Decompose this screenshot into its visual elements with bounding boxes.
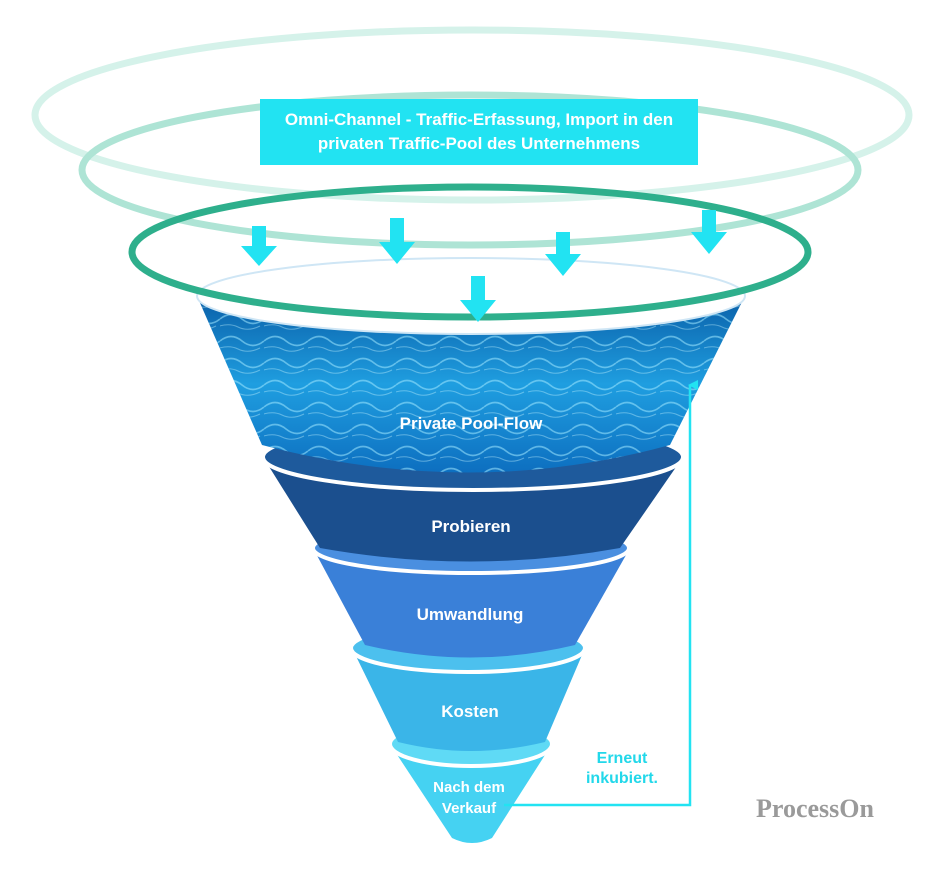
inner-ring <box>128 183 812 321</box>
down-arrow-icon <box>379 218 415 264</box>
stage-label-kosten: Kosten <box>441 702 499 721</box>
loop-label: Erneut inkubiert. <box>585 750 658 787</box>
down-arrow-icon <box>460 276 496 322</box>
down-arrow-icon <box>691 210 727 254</box>
stage-label-probieren: Probieren <box>431 517 511 536</box>
stage-label-private-pool-flow: Private Pool-Flow <box>399 414 543 433</box>
water-ripples <box>197 296 745 473</box>
outer-ring-2 <box>78 91 862 249</box>
funnel-stage-3 <box>313 548 630 658</box>
stage-label-nach-dem-verkauf: Nach dem Verkauf <box>433 779 505 817</box>
funnel-stage-5 <box>390 744 552 843</box>
outer-ring-1 <box>31 26 913 204</box>
down-arrow-icon <box>241 226 277 266</box>
header-banner: Omni-Channel - Traffic-Erfassung, Import… <box>260 99 698 165</box>
funnel-stage-4 <box>352 648 585 751</box>
loop-arrow <box>504 380 698 807</box>
inflow-arrows <box>241 210 727 322</box>
down-arrow-icon <box>545 232 581 276</box>
stage-label-umwandlung: Umwandlung <box>416 605 524 624</box>
watermark: ProcessOn <box>756 794 874 823</box>
